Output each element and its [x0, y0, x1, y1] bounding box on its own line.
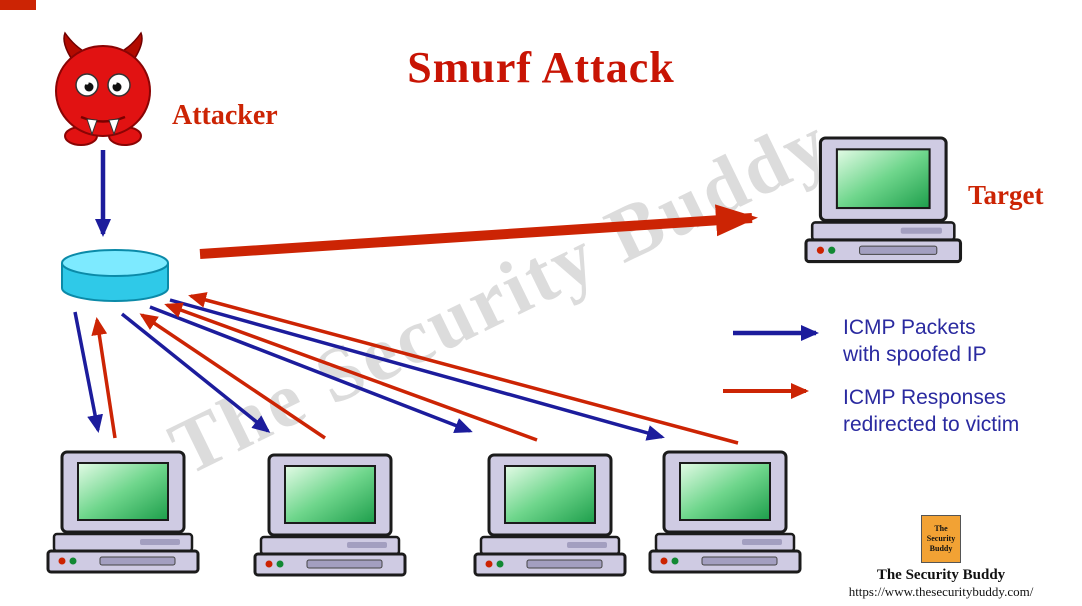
corner-artifact [0, 0, 36, 10]
legend-packets-text: ICMP Packets with spoofed IP [843, 314, 987, 368]
icmp-response-arrow-4 [188, 292, 739, 445]
icmp-packet-arrow-1 [73, 311, 103, 433]
legend-packets-line1: ICMP Packets [843, 316, 976, 339]
logo-line-3: Buddy [929, 544, 953, 553]
icmp-packet-arrow-4 [169, 298, 665, 441]
legend-responses-text: ICMP Responses redirected to victim [843, 384, 1019, 438]
legend-packets-line2: with spoofed IP [843, 343, 987, 366]
victim-computer-icon-1 [46, 450, 200, 574]
footer-brand: The Security Buddy [876, 567, 1006, 583]
diagram-title: Smurf Attack [407, 43, 675, 92]
logo-line-1: The [934, 524, 948, 533]
attacker-label: Attacker [172, 100, 278, 131]
icmp-packet-arrow-2 [120, 312, 271, 433]
icmp-response-arrow-1 [91, 317, 117, 439]
logo-line-2: Security [926, 534, 956, 543]
icmp-response-arrow-3 [164, 302, 538, 442]
footer: The Security Buddy The Security Buddy ht… [816, 515, 1066, 600]
amplified-attack-arrow [199, 204, 758, 259]
victim-computer-icon-3 [473, 453, 627, 577]
network-disk-icon [61, 249, 169, 302]
legend-responses-line2: redirected to victim [843, 413, 1020, 436]
target-label: Target [968, 180, 1044, 210]
target-computer-icon [804, 136, 963, 264]
legend-responses-line1: ICMP Responses [843, 386, 1007, 409]
icmp-response-arrow-2 [139, 313, 326, 440]
icmp-packet-arrow-3 [149, 305, 473, 434]
security-buddy-logo-icon: The Security Buddy [921, 515, 961, 563]
victim-computer-icon-4 [648, 450, 802, 574]
victim-computer-icon-2 [253, 453, 407, 577]
footer-url: https://www.thesecuritybuddy.com/ [848, 584, 1034, 599]
